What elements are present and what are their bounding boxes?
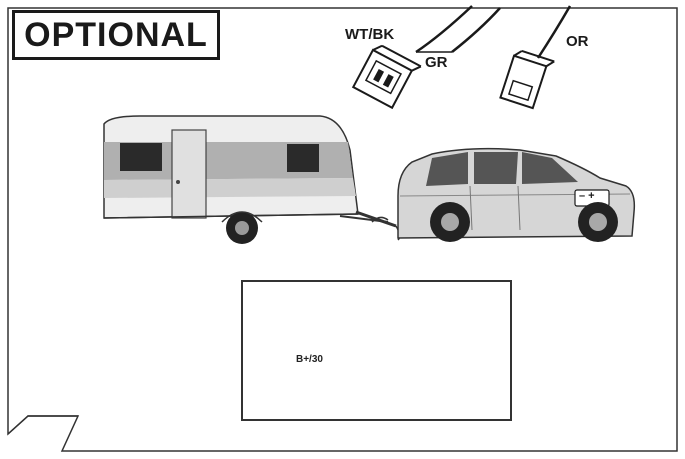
- car: [398, 149, 634, 242]
- car-battery-polarity: – +: [579, 190, 595, 202]
- wire-label-gr: GR: [425, 54, 448, 71]
- caravan-door: [172, 130, 206, 218]
- caravan: [104, 116, 400, 244]
- page-corner-fold: [8, 416, 78, 434]
- wire-label-wtbk: WT/BK: [345, 26, 394, 43]
- b30-label: B+/30: [296, 354, 323, 365]
- connector-or: [500, 6, 570, 110]
- title-box: OPTIONAL: [12, 10, 220, 60]
- wiring-panel: [241, 280, 512, 421]
- caravan-window-right: [287, 144, 319, 172]
- page-title: OPTIONAL: [24, 16, 208, 55]
- caravan-window-left: [120, 143, 162, 171]
- wire-label-or: OR: [566, 33, 589, 50]
